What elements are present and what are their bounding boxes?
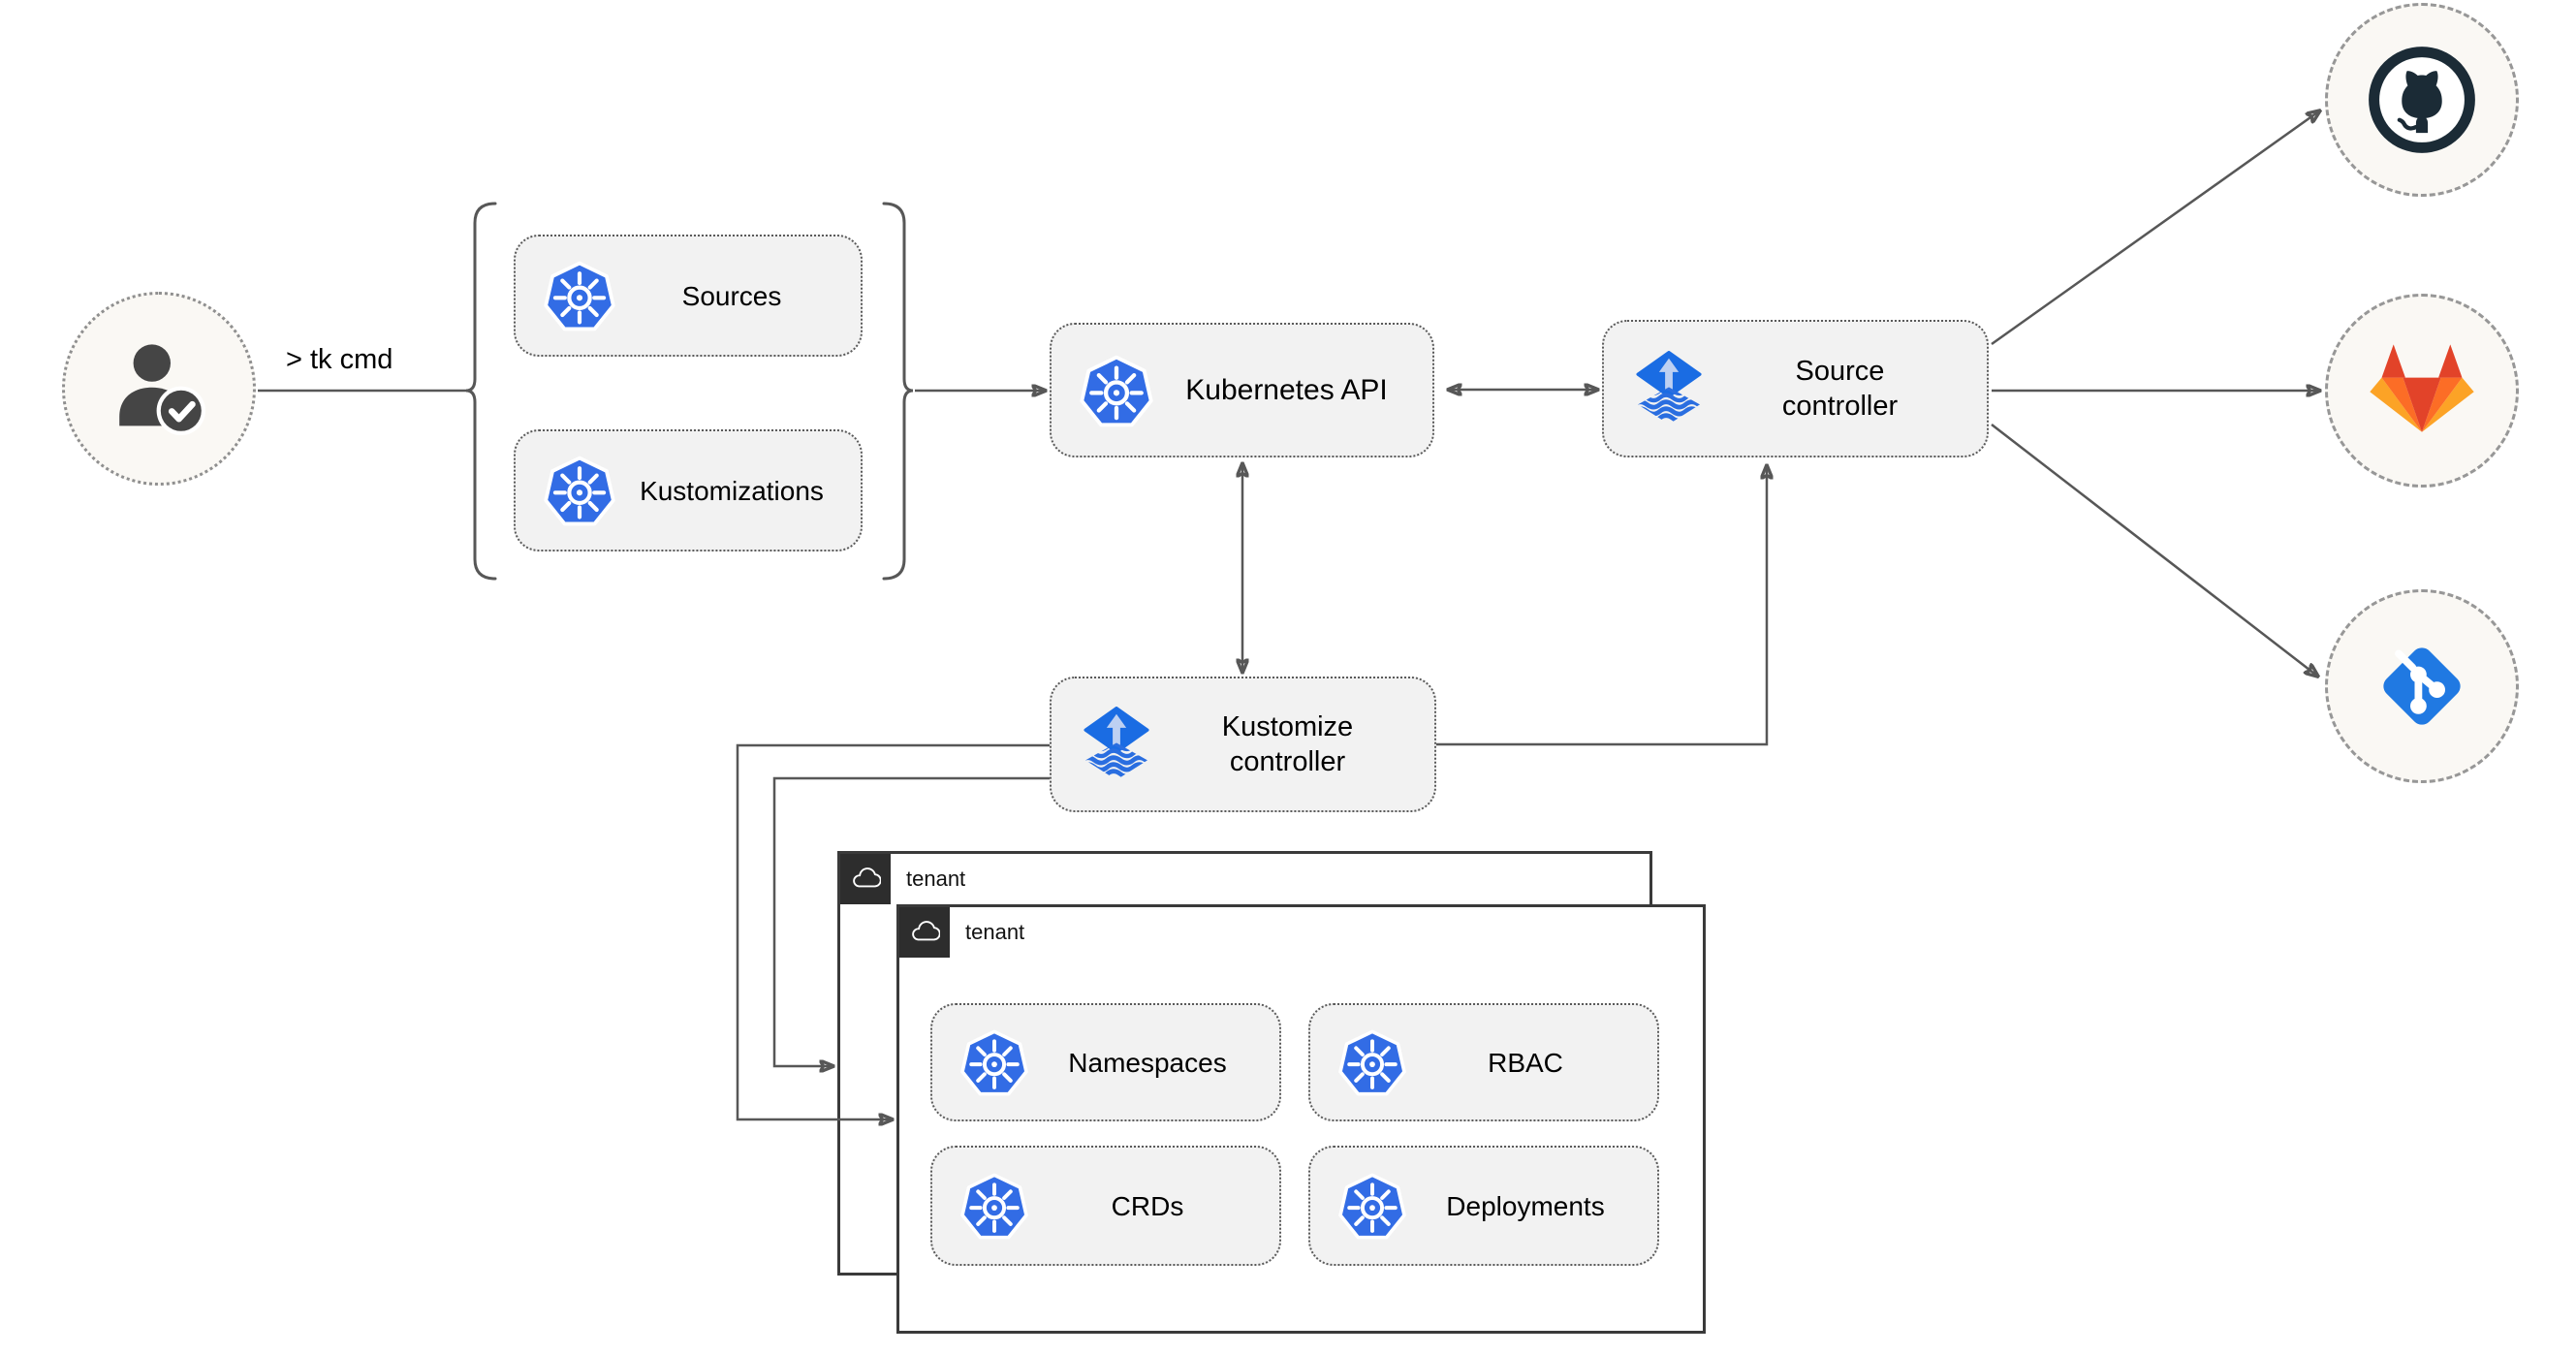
kubernetes-icon <box>1079 353 1154 428</box>
source-controller-node: Source controller <box>1602 320 1989 457</box>
tenant-tab <box>899 907 950 958</box>
flux-icon <box>1631 351 1707 426</box>
crds-label: CRDs <box>1111 1190 1184 1221</box>
cloud-icon <box>909 917 940 948</box>
kubernetes-icon <box>543 454 616 527</box>
kubernetes-icon <box>959 1027 1029 1097</box>
namespaces-label: Namespaces <box>1068 1047 1227 1078</box>
gitlab-node <box>2325 294 2519 488</box>
kustomize-controller-node: Kustomize controller <box>1050 677 1436 812</box>
kustomizations-node: Kustomizations <box>514 429 863 551</box>
rbac-node: RBAC <box>1308 1003 1659 1121</box>
edge-source-to-github <box>1991 110 2320 346</box>
gitlab-icon <box>2363 337 2481 444</box>
github-node <box>2325 3 2519 197</box>
tk-command-label: > tk cmd <box>286 344 393 375</box>
kustomize-controller-label: Kustomize controller <box>1154 709 1434 780</box>
git-icon <box>2364 628 2480 744</box>
kubernetes-icon <box>959 1171 1029 1241</box>
kustomizations-label: Kustomizations <box>640 475 824 506</box>
kubernetes-api-node: Kubernetes API <box>1050 323 1434 457</box>
group-bracket-right <box>882 202 914 581</box>
deployments-node: Deployments <box>1308 1146 1659 1266</box>
rbac-label: RBAC <box>1488 1047 1563 1078</box>
namespaces-node: Namespaces <box>930 1003 1281 1121</box>
kustomize-controller-text: Kustomize controller <box>1221 710 1354 777</box>
sources-label: Sources <box>681 280 782 311</box>
kubernetes-icon <box>1337 1171 1407 1241</box>
kubernetes-icon <box>543 259 616 332</box>
crds-node: CRDs <box>930 1146 1281 1266</box>
person-check-icon <box>101 331 217 447</box>
edge-source-to-git <box>1991 424 2318 677</box>
source-controller-label: Source controller <box>1707 354 1987 425</box>
deployments-label: Deployments <box>1446 1190 1605 1221</box>
edge-kustomize-to-source <box>1436 465 1767 746</box>
github-icon <box>2363 41 2481 159</box>
tenant-label: tenant <box>965 920 1025 944</box>
tenant-label: tenant <box>906 867 966 891</box>
user-node <box>62 292 256 486</box>
git-node <box>2325 589 2519 783</box>
kubernetes-icon <box>1337 1027 1407 1097</box>
tenant-tab <box>840 854 891 904</box>
flux-icon <box>1079 707 1154 782</box>
cloud-icon <box>850 864 881 895</box>
group-bracket-left <box>465 202 497 581</box>
kubernetes-api-label: Kubernetes API <box>1185 373 1388 406</box>
source-controller-text: Source controller <box>1781 355 1899 422</box>
sources-node: Sources <box>514 235 863 357</box>
